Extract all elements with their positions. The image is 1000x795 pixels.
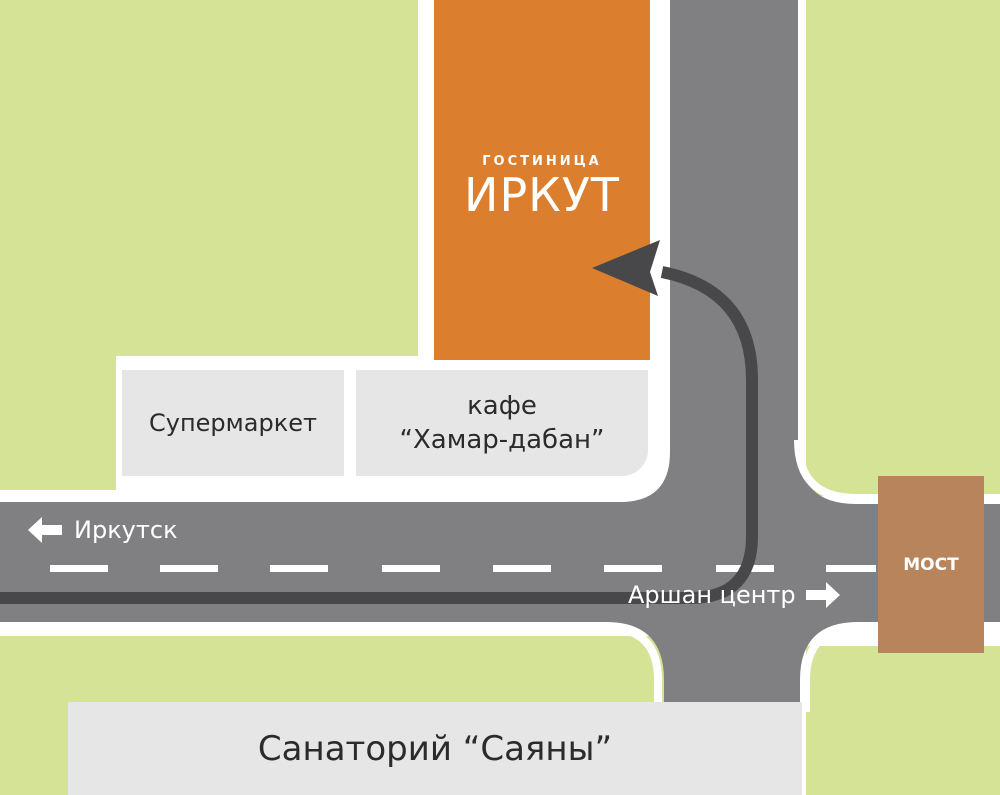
lane-dash — [382, 565, 440, 572]
sanatorium-block: Санаторий “Саяны” — [68, 702, 802, 795]
curb-northeast — [794, 439, 1000, 502]
road-label-west-text: Иркутск — [74, 516, 178, 544]
grass-southeast — [806, 646, 1000, 795]
supermarket-label: Супермаркет — [149, 409, 317, 437]
road-label-west: Иркутск — [28, 516, 178, 544]
cafe-block: кафе “Хамар-дабан” — [356, 370, 648, 476]
hotel-subtitle: ГОСТИНИЦА — [482, 154, 602, 169]
lane-dash — [50, 565, 108, 572]
grass-northeast — [806, 0, 1000, 496]
route-line — [0, 266, 758, 604]
arrow-left-icon — [28, 517, 62, 543]
hotel-name: ИРКУТ — [464, 168, 620, 222]
lane-dash — [270, 565, 328, 572]
lane-dash — [604, 565, 662, 572]
arrow-right-icon — [805, 582, 840, 608]
lane-dash — [160, 565, 218, 572]
cafe-label-line1: кафе — [467, 391, 537, 421]
bridge-label: МОСТ — [903, 554, 959, 575]
curb-southeast — [802, 624, 1000, 712]
hotel-building — [434, 0, 650, 360]
bridge: МОСТ — [878, 476, 984, 653]
cafe-label-line2: “Хамар-дабан” — [399, 425, 605, 455]
lane-dash — [493, 565, 551, 572]
road-label-east-text: Аршан центр — [628, 581, 796, 609]
lane-dash — [826, 565, 876, 572]
route-arrowhead — [592, 240, 660, 296]
road-label-east: Аршан центр — [628, 581, 840, 609]
curb-southwest — [0, 624, 662, 712]
sanatorium-label: Санаторий “Саяны” — [257, 728, 613, 769]
supermarket-block: Супермаркет — [122, 370, 344, 476]
